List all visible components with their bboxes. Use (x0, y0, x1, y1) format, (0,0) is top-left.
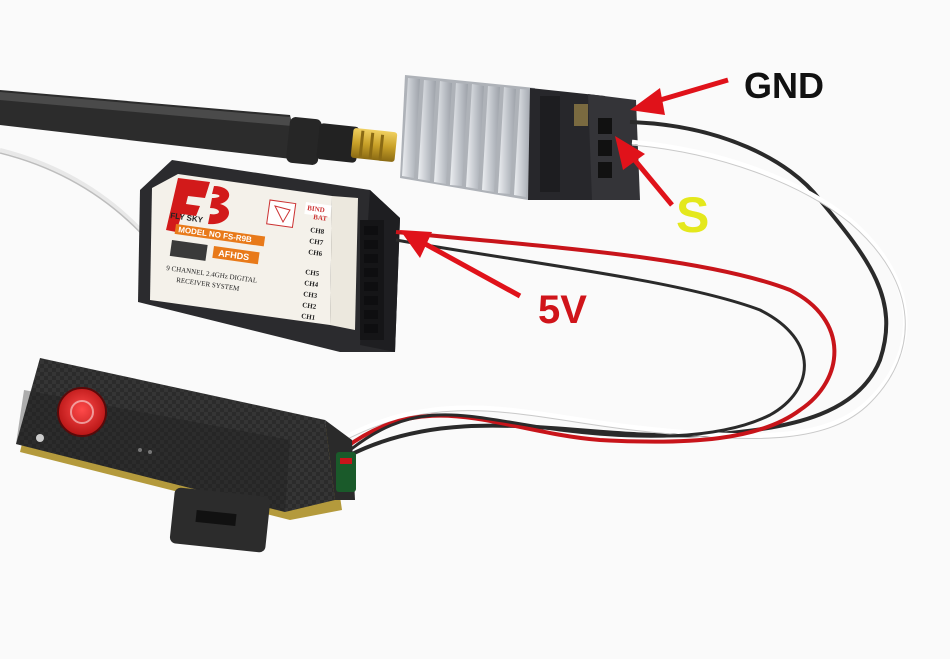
channel-label-ch2: CH2 (302, 301, 317, 311)
channel-label-ch1: CH1 (301, 312, 316, 322)
wire-signal-white (338, 139, 908, 442)
arrow-gnd (630, 77, 729, 115)
action-camera (16, 358, 356, 553)
heatsink-fins (402, 78, 532, 197)
white-cable-left (0, 148, 152, 242)
receiver-protocol: AFHDS (218, 248, 250, 262)
channel-label-ch8: CH8 (310, 226, 325, 236)
white-cable-left-shadow (0, 152, 151, 244)
callout-5v: 5V (538, 288, 587, 332)
channel-label-ch6: CH6 (308, 248, 323, 258)
rc-receiver: FLY SKY MODEL NO FS-R9B AFHDS 9 CHANNEL … (138, 160, 400, 352)
antenna (0, 90, 398, 165)
record-button-icon (57, 387, 107, 437)
callout-gnd: GND (744, 65, 824, 106)
flysky-fs-logo-icon (166, 178, 230, 232)
arrow-signal (615, 136, 674, 207)
receiver-bat-label: BAT (313, 213, 328, 223)
channel-label-ch4: CH4 (304, 279, 319, 289)
wire-receiver-black (349, 238, 806, 452)
channel-label-ch7: CH7 (309, 237, 324, 247)
video-transmitter (400, 75, 640, 200)
channel-labels: CH8 CH7 CH6 CH5 CH4 CH3 CH2 CH1 (301, 226, 325, 322)
wire-power-red (343, 230, 837, 450)
channel-label-ch3: CH3 (303, 290, 318, 300)
wire-signal-white-edge (339, 144, 906, 444)
arrow-power (400, 230, 522, 299)
callout-signal: S (676, 187, 710, 243)
receiver-bind-label: BIND (307, 204, 325, 214)
channel-label-ch5: CH5 (305, 268, 320, 278)
